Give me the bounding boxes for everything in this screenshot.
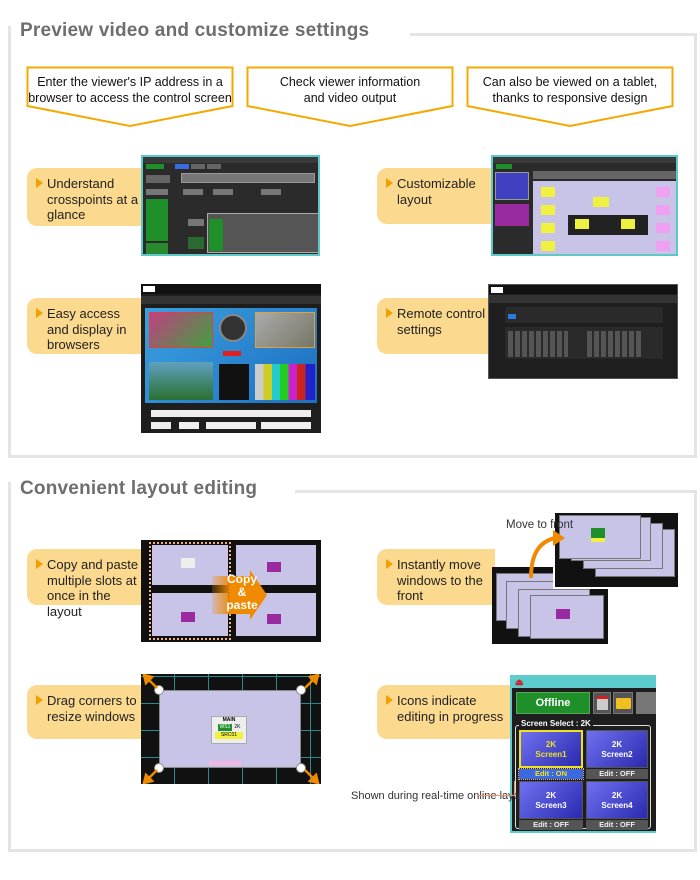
resize-screenshot: MAIN WS1 2K SRC01 xyxy=(141,674,321,784)
feature-label-copy-paste: Copy and paste multiple slots at once in… xyxy=(27,549,145,619)
copy-paste-arrow-icon: Copy & paste xyxy=(212,570,267,620)
section-border-left xyxy=(8,482,11,852)
online-editing-note: Shown during real-time online layout edi… xyxy=(351,790,565,802)
alert-icon: ⏏ xyxy=(515,677,524,687)
remote-screenshot xyxy=(488,284,678,379)
section-border-right xyxy=(694,490,697,852)
crosspoint-screenshot xyxy=(141,155,320,256)
bullet-triangle-icon xyxy=(386,308,393,318)
section-title: Convenient layout editing xyxy=(20,478,268,500)
section-title: Preview video and customize settings xyxy=(20,20,380,42)
section-border-left xyxy=(8,26,11,458)
section-border-right xyxy=(694,33,697,458)
save-icon[interactable] xyxy=(593,692,611,714)
bullet-triangle-icon xyxy=(386,559,393,569)
bullet-triangle-icon xyxy=(386,178,393,188)
layout-screenshot xyxy=(491,155,678,256)
resize-handle[interactable] xyxy=(154,685,164,695)
screen-button-1[interactable]: 2K Screen1 xyxy=(519,730,583,768)
browser-screenshot xyxy=(141,284,321,433)
callout-viewer-info: Check viewer information and video outpu… xyxy=(246,66,454,128)
screen-button-3[interactable]: 2K Screen3 xyxy=(519,781,583,819)
feature-label-browsers: Easy access and display in browsers xyxy=(27,298,145,354)
feature-label-move-front: Instantly move windows to the front xyxy=(377,549,495,605)
edit-status-badge: Edit : ON xyxy=(518,768,584,780)
section-border-bottom xyxy=(8,849,697,852)
screen-button-4[interactable]: 2K Screen4 xyxy=(586,781,648,819)
resize-handle[interactable] xyxy=(296,685,306,695)
section-border-bottom xyxy=(8,455,697,458)
offline-button[interactable]: Offline xyxy=(516,692,590,714)
bullet-triangle-icon xyxy=(36,559,43,569)
folder-icon[interactable] xyxy=(613,692,633,714)
move-to-front-arrow-icon xyxy=(529,530,565,579)
screen-select-label: Screen Select : 2K xyxy=(519,719,593,728)
edit-status-badge: Edit : OFF xyxy=(586,769,648,779)
feature-label-layout: Customizable layout xyxy=(377,168,495,224)
feature-label-remote: Remote control settings xyxy=(377,298,495,354)
bullet-triangle-icon xyxy=(36,178,43,188)
resize-handle[interactable] xyxy=(154,763,164,773)
feature-label-resize: Drag corners to resize windows xyxy=(27,685,145,739)
screen-button-2[interactable]: 2K Screen2 xyxy=(586,730,648,768)
bullet-triangle-icon xyxy=(36,308,43,318)
move-to-front-label: Move to front xyxy=(506,519,574,531)
stacked-windows-front xyxy=(553,511,680,589)
feature-label-editing-icons: Icons indicate editing in progress xyxy=(377,685,512,739)
resize-handle[interactable] xyxy=(296,763,306,773)
edit-status-badge: Edit : OFF xyxy=(519,820,583,830)
feature-label-crosspoints: Understand crosspoints at a glance xyxy=(27,168,145,226)
callout-ip-address: Enter the viewer's IP address in a brows… xyxy=(26,66,234,128)
resize-arrows-icon xyxy=(142,674,320,784)
note-leader-line xyxy=(477,795,514,796)
section-border-top xyxy=(410,33,697,36)
note-leader-line xyxy=(514,781,515,796)
callout-tablet: Can also be viewed on a tablet, thanks t… xyxy=(466,66,674,128)
bullet-triangle-icon xyxy=(386,695,393,705)
edit-status-badge: Edit : OFF xyxy=(586,820,648,830)
section-border-top xyxy=(295,490,697,493)
bullet-triangle-icon xyxy=(36,695,43,705)
